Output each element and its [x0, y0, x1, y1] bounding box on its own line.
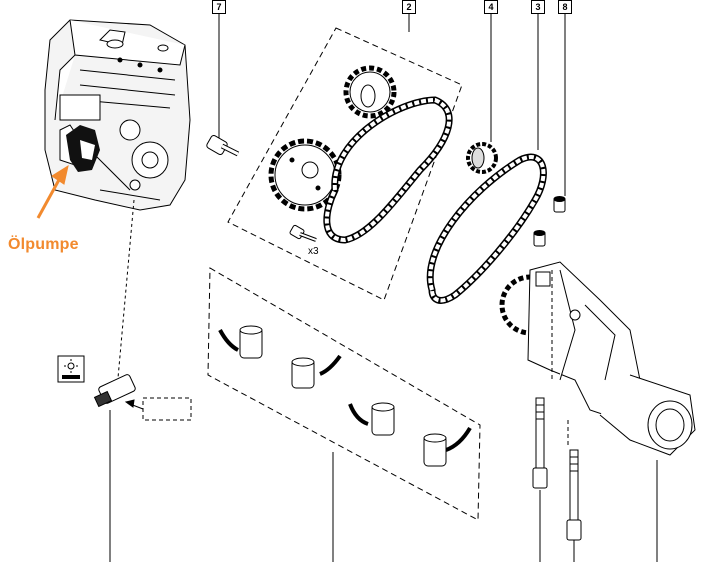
callout-7: 7 [212, 0, 226, 14]
chain-guide-icon [423, 426, 472, 467]
bolt-icon [566, 449, 582, 541]
chain-guide-icon [291, 354, 342, 389]
sensor-icon [93, 374, 136, 408]
bolt-icon [532, 397, 548, 489]
timing-chain-icon [323, 96, 453, 244]
oelpumpe-arrow [36, 164, 69, 219]
leader-dashed-line [117, 199, 135, 379]
chain-kit-dashed-box [227, 27, 463, 301]
bolt-icon [206, 135, 240, 157]
sprocket-icon [466, 142, 498, 174]
callout-8: 8 [558, 0, 572, 14]
sensor-reference [124, 397, 192, 421]
chain-guide-icon [218, 325, 263, 359]
manual-reference-icon [57, 355, 85, 383]
callout-3: 3 [531, 0, 545, 14]
callout-2: 2 [402, 0, 416, 14]
screw-icon [289, 224, 317, 242]
bushing-icon [533, 196, 566, 247]
oil-pump-icon [66, 125, 100, 172]
callout-leaders [109, 12, 658, 562]
sprocket-icon [343, 65, 397, 119]
sprocket-icon [268, 138, 342, 212]
oelpumpe-label: Ölpumpe [8, 236, 79, 253]
chain-guide-icon [348, 402, 395, 436]
engine-block-icon [44, 19, 191, 211]
quantity-label: x3 [308, 246, 319, 257]
guides-dashed-box [207, 267, 481, 521]
callout-4: 4 [484, 0, 498, 14]
oil-pump-assembly-icon [499, 261, 696, 456]
